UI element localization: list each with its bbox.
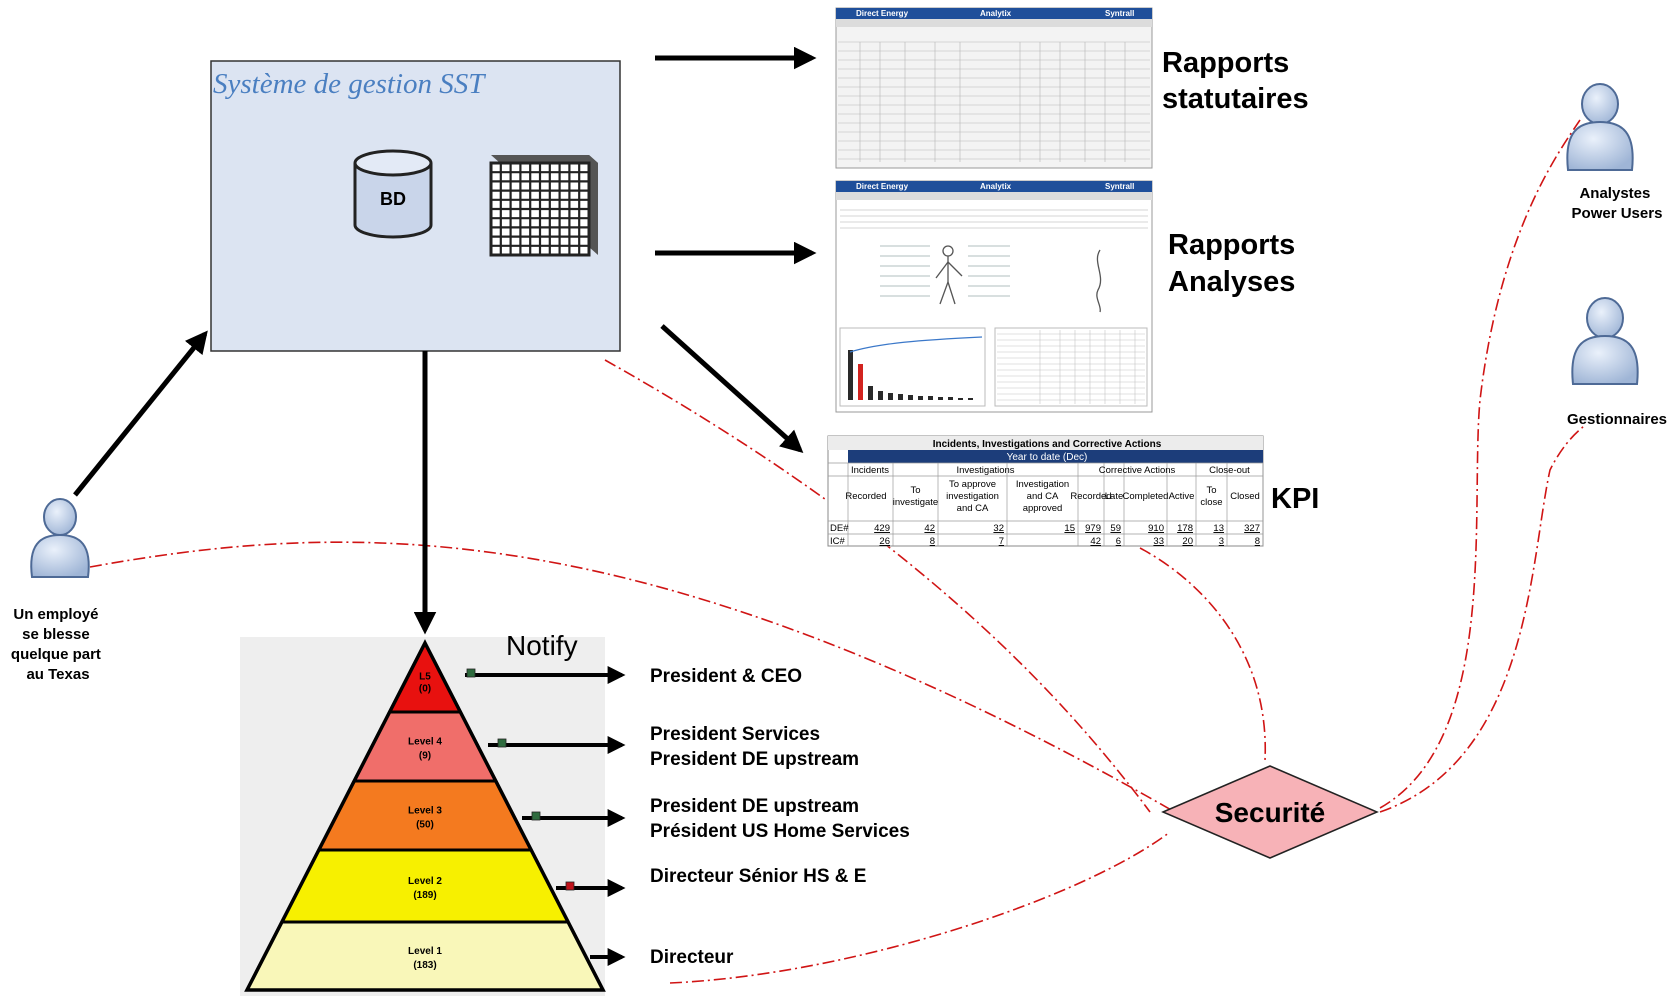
managers-label: Gestionnaires [1567, 411, 1667, 428]
kpi-value: 6 [1116, 536, 1121, 547]
pyramid-level-name: L5 [419, 672, 431, 683]
notify-pyramid: L5(0) Level 4 (9) Level 3 (50) Level 2 (189) Le… [244, 639, 606, 992]
notify-recipient: Directeur Sénior HS & E [650, 866, 866, 887]
kpi-value: 429 [874, 523, 890, 534]
body-figure-icon [935, 245, 1102, 313]
kpi-label: KPI [1271, 483, 1319, 515]
pyramid-level-count: (9) [419, 751, 431, 762]
cube-grid-icon [489, 155, 598, 257]
kpi-group-header: Corrective Actions [1099, 465, 1176, 476]
kpi-column-header: Recorded [1070, 491, 1111, 502]
managers-person-icon [1571, 297, 1639, 385]
security-diamond: Securité [1161, 765, 1379, 859]
kpi-value: 979 [1085, 523, 1101, 534]
link-level1-security [669, 831, 1171, 984]
kpi-value: 327 [1244, 523, 1260, 534]
kpi-value: 42 [1090, 536, 1101, 547]
arrow-to-kpi [660, 324, 804, 454]
pyramid-level-count: (183) [413, 960, 436, 971]
statutory-reports-label: Rapports statutaires [1162, 47, 1309, 115]
svg-text:Analytix: Analytix [980, 9, 1012, 18]
notify-marker [466, 668, 476, 678]
analysts-label: Analystes Power Users [1572, 185, 1663, 222]
db-label: BD [380, 189, 406, 209]
kpi-value: 178 [1177, 523, 1193, 534]
kpi-value: 20 [1182, 536, 1193, 547]
kpi-value: 3 [1219, 536, 1224, 547]
notify-marker [565, 881, 575, 891]
employee-label: Un employé se blesse quelque part au Tex… [11, 606, 105, 683]
report-labels: Rapports statutaires Rapports Analyses K… [1162, 47, 1319, 515]
kpi-value: 42 [924, 523, 935, 534]
svg-text:Syntrall: Syntrall [1105, 182, 1134, 191]
kpi-column-header: Late [1105, 491, 1124, 502]
pyramid-level-name: Level 4 [408, 737, 442, 748]
kpi-value: 59 [1110, 523, 1121, 534]
kpi-value: 8 [1255, 536, 1260, 547]
pyramid-level-name: Level 3 [408, 806, 442, 817]
analysis-reports-label: Rapports Analyses [1168, 229, 1303, 298]
kpi-column-header: Closed [1230, 491, 1260, 502]
pyramid-level-count: (189) [413, 890, 436, 901]
kpi-title: Incidents, Investigations and Corrective… [933, 439, 1162, 450]
kpi-row-label: IC# [830, 536, 846, 547]
pyramid-level-count: (50) [416, 820, 434, 831]
svg-text:Direct Energy: Direct Energy [856, 9, 909, 18]
notify-marker [531, 811, 541, 821]
database-icon: BD [353, 149, 433, 239]
kpi-table: Incidents, Investigations and Corrective… [827, 435, 1264, 547]
arrow-employee-to-system [73, 330, 208, 497]
notify-marker [497, 738, 507, 748]
kpi-row-label: DE# [830, 523, 849, 534]
analysts-person-icon [1566, 83, 1634, 171]
kpi-column-header: Recorded [845, 491, 886, 502]
kpi-value: 910 [1148, 523, 1164, 534]
svg-text:Syntrall: Syntrall [1105, 9, 1134, 18]
svg-text:Analytix: Analytix [980, 182, 1012, 191]
link-managers-security [1379, 424, 1586, 813]
kpi-value: 7 [999, 536, 1004, 547]
report-arrows [73, 46, 817, 635]
kpi-subtitle: Year to date (Dec) [1007, 452, 1088, 463]
notify-title: Notify [506, 630, 578, 661]
system-title: Système de gestion SST [213, 68, 486, 100]
link-analysts-security [1379, 119, 1581, 809]
kpi-value: 32 [993, 523, 1004, 534]
pyramid-level-name: Level 1 [408, 946, 442, 957]
system-box: Système de gestion SST BD [210, 60, 621, 352]
kpi-value: 8 [930, 536, 935, 547]
pyramid-level-name: Level 2 [408, 876, 442, 887]
kpi-group-header: Incidents [851, 465, 889, 476]
security-links [89, 119, 1586, 984]
kpi-column-header: Completed [1123, 491, 1169, 502]
kpi-value: 33 [1153, 536, 1164, 547]
kpi-group-header: Close-out [1209, 465, 1250, 476]
notify-panel: Notify L5(0) Level 4 (9) Level 3 (50) Level 2… [240, 630, 910, 996]
kpi-value: 13 [1213, 523, 1224, 534]
link-system-security [604, 359, 1151, 813]
notify-recipient: Directeur [650, 947, 734, 968]
pyramid-level-count: (0) [419, 684, 431, 695]
employee-person-icon [30, 498, 90, 578]
svg-text:Direct Energy: Direct Energy [856, 182, 909, 191]
notify-recipient: President & CEO [650, 666, 802, 687]
link-employee-security [89, 541, 1181, 816]
security-label: Securité [1215, 797, 1326, 828]
link-kpi-security [1139, 547, 1266, 761]
kpi-column-header: Active [1169, 491, 1195, 502]
analysis-report-thumbnail: Direct Energy Analytix Syntrall [835, 180, 1153, 413]
kpi-group-header: Investigations [956, 465, 1014, 476]
kpi-value: 15 [1064, 523, 1075, 534]
statutory-report-thumbnail: Direct Energy Analytix Syntrall [835, 7, 1153, 169]
kpi-value: 26 [879, 536, 890, 547]
